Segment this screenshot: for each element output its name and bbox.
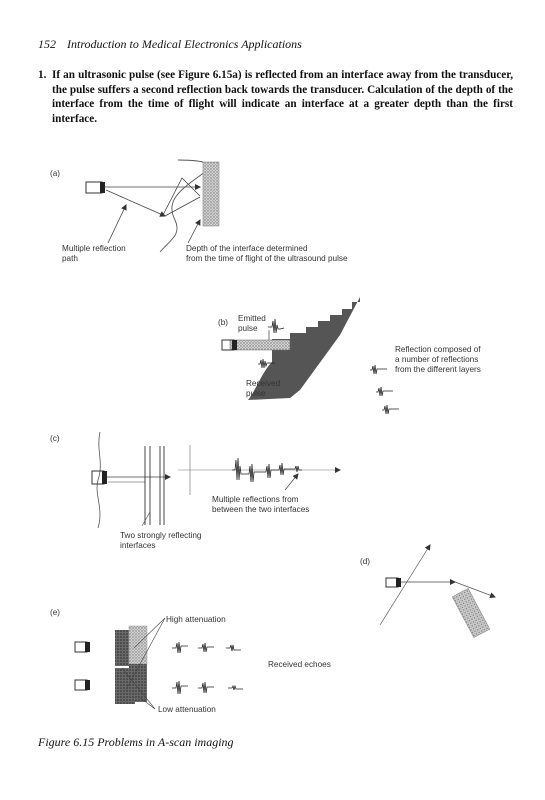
label-emitted-pulse: pulse: [238, 324, 258, 333]
tilted-reflector-d: [451, 588, 491, 638]
beam-b: [229, 339, 291, 351]
label-emitted: Emitted: [238, 314, 266, 323]
panel-c-tag: (c): [50, 434, 60, 443]
paragraph-text: If an ultrasonic pulse (see Figure 6.15a…: [52, 69, 513, 125]
panel-d: (d): [360, 544, 496, 638]
echoes-high: [172, 641, 241, 654]
received-waveform: [258, 358, 275, 369]
panel-e: (e) High attenuation Received echoes Low…: [50, 608, 331, 714]
layered-reflector-b: [248, 297, 360, 400]
running-title: Introduction to Medical Electronics Appl…: [67, 37, 302, 51]
label-received-pulse: pulse: [246, 389, 266, 398]
label-time-of-flight: from the time of flight of the ultrasoun…: [186, 254, 348, 263]
numbered-paragraph: 1. If an ultrasonic pulse (see Figure 6.…: [38, 68, 513, 126]
panel-a-tag: (a): [50, 169, 60, 178]
label-reflection-2: a number of reflections: [395, 355, 478, 364]
transducer-face-a: [100, 182, 105, 193]
emitted-waveform: [268, 318, 285, 334]
echoes-low: [172, 680, 243, 695]
label-reflection-1: Reflection composed of: [395, 345, 481, 354]
label-multiple-reflections: Multiple reflections from: [212, 495, 299, 504]
page-number: 152: [38, 37, 56, 51]
label-depth: Depth of the interface determined: [186, 244, 308, 253]
label-low-attenuation: Low attenuation: [158, 705, 216, 714]
transducer-a: [85, 181, 103, 194]
reflector-a: [202, 161, 220, 227]
label-high-attenuation: High attenuation: [166, 615, 226, 624]
panel-e-tag: (e): [50, 608, 60, 617]
label-path: path: [62, 254, 78, 263]
label-interfaces: interfaces: [120, 541, 156, 550]
panel-c: (c) Multiple reflections from between th…: [50, 431, 341, 550]
label-multiple-reflection: Multiple reflection: [62, 244, 126, 253]
label-between-interfaces: between the two interfaces: [212, 505, 309, 514]
panel-d-tag: (d): [360, 557, 370, 566]
paragraph-number: 1.: [38, 69, 47, 81]
a-scan-trace-c: [232, 457, 302, 483]
panel-b-tag: (b): [218, 318, 228, 327]
label-reflection-3: from the different layers: [395, 365, 481, 374]
label-received: Received: [246, 379, 281, 388]
label-received-echoes: Received echoes: [268, 660, 331, 669]
figure-caption: Figure 6.15 Problems in A-scan imaging: [38, 735, 234, 749]
label-two-strongly: Two strongly reflecting: [120, 531, 202, 540]
running-header: 152 Introduction to Medical Electronics …: [38, 37, 302, 52]
panel-b: (b) Emitted pulse Received pulse Reflect…: [218, 297, 481, 415]
panel-a: (a) Multiple reflection path Depth of th…: [50, 159, 348, 263]
